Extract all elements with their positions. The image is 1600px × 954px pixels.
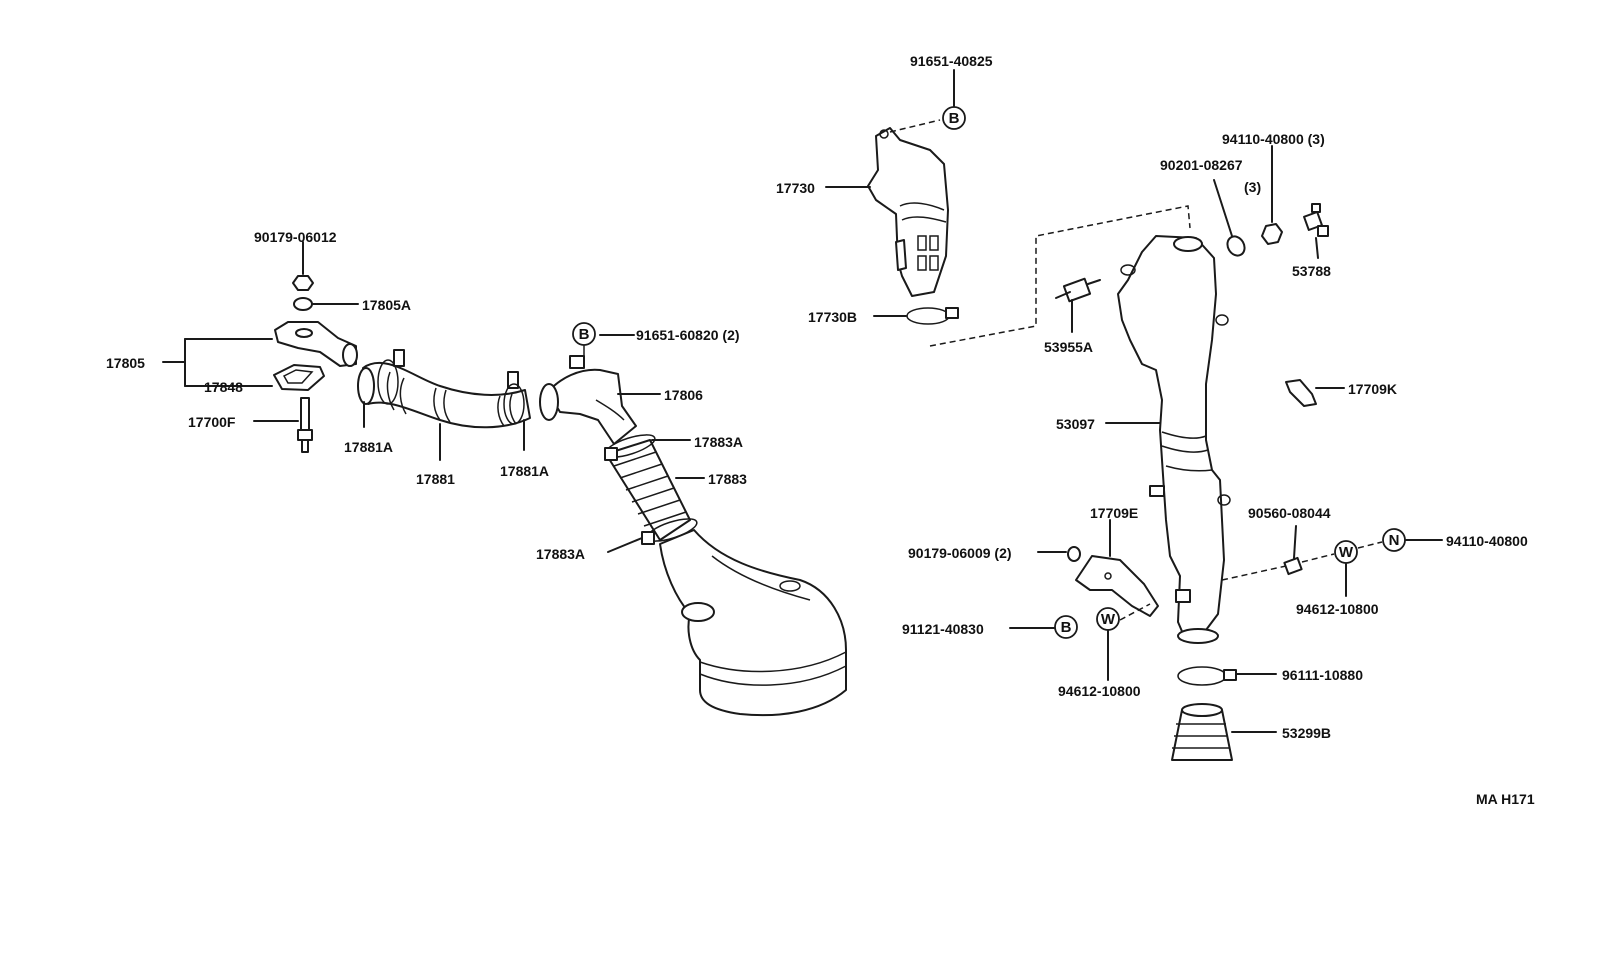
bracket-17709e xyxy=(1075,519,1159,617)
svg-text:B: B xyxy=(949,110,960,127)
label-90201-qty: (3) xyxy=(1244,179,1261,195)
marker-b-91651-60820: B xyxy=(572,322,596,346)
label-91651-40825: 91651-40825 xyxy=(910,53,993,69)
dash-53097-to-collar xyxy=(1221,565,1287,581)
label-17805a: 17805A xyxy=(362,297,411,313)
part-17806-connector xyxy=(539,355,637,445)
label-17881: 17881 xyxy=(416,471,455,487)
dash-collar-to-w xyxy=(1301,553,1335,563)
duct-53097 xyxy=(1117,235,1231,644)
hose-17881 xyxy=(357,361,531,429)
label-96111-10880: 96111-10880 xyxy=(1282,667,1363,683)
label-94612-10800-right: 94612-10800 xyxy=(1296,601,1379,617)
nut-94110-40800-3 xyxy=(1261,145,1283,245)
svg-text:B: B xyxy=(1061,619,1072,636)
label-17883: 17883 xyxy=(708,471,747,487)
marker-n-94110-40800: N xyxy=(1382,528,1406,552)
gasket-17848 xyxy=(273,364,325,391)
diagram-code: MA H171 xyxy=(1476,791,1535,807)
clamp-96111-10880 xyxy=(1177,666,1277,686)
boot-53299b xyxy=(1171,703,1277,761)
label-17700f: 17700F xyxy=(188,414,236,430)
collar-90560-08044 xyxy=(1283,525,1303,576)
label-17848: 17848 xyxy=(204,379,243,395)
bracket-17709k xyxy=(1285,379,1345,407)
bellows-17883 xyxy=(605,439,691,541)
label-90179-06009: 90179-06009 (2) xyxy=(908,545,1012,561)
label-91121-40830: 91121-40830 xyxy=(902,621,984,637)
label-17883a-bottom: 17883A xyxy=(536,546,585,562)
washer-17805a xyxy=(293,297,359,311)
label-53299b: 53299B xyxy=(1282,725,1331,741)
leader-17805 xyxy=(162,338,273,387)
clamp-17883a-top xyxy=(604,434,656,461)
label-94612-10800-bottom: 94612-10800 xyxy=(1058,683,1141,699)
svg-text:W: W xyxy=(1339,544,1354,561)
label-90560-08044: 90560-08044 xyxy=(1248,505,1331,521)
svg-text:N: N xyxy=(1389,532,1400,549)
label-17709e: 17709E xyxy=(1090,505,1138,521)
label-17709k: 17709K xyxy=(1348,381,1397,397)
marker-w-94612-10800-bottom: W xyxy=(1096,607,1120,631)
label-17881a-right: 17881A xyxy=(500,463,549,479)
stud-17700f xyxy=(253,397,313,453)
dash-17730-to-b xyxy=(889,119,941,133)
label-17730: 17730 xyxy=(776,180,815,196)
leader-17883a-bottom xyxy=(607,537,643,553)
part-17805-air-outlet xyxy=(274,321,358,367)
label-17881a-left: 17881A xyxy=(344,439,393,455)
label-91651-60820: 91651-60820 (2) xyxy=(636,327,740,343)
svg-text:B: B xyxy=(579,326,590,343)
label-53788: 53788 xyxy=(1292,263,1331,279)
label-94110-40800-3: 94110-40800 (3) xyxy=(1222,131,1325,147)
clamp-17881a-right xyxy=(503,371,525,425)
label-53097: 53097 xyxy=(1056,416,1095,432)
marker-w-94612-10800-right: W xyxy=(1334,540,1358,564)
nut-90179-06012 xyxy=(292,241,314,291)
nut-90201-08267 xyxy=(1213,179,1246,257)
clamp-17881a-left xyxy=(377,349,405,405)
svg-text:W: W xyxy=(1101,611,1116,628)
dash-w-to-n xyxy=(1357,541,1383,549)
duct-17730 xyxy=(867,127,949,297)
fitting-53955a xyxy=(1055,277,1101,333)
label-17805: 17805 xyxy=(106,355,145,371)
label-90201-08267: 90201-08267 xyxy=(1160,157,1243,173)
air-cleaner-case xyxy=(659,529,847,717)
nut-90179-06009 xyxy=(1037,546,1081,562)
label-17730b: 17730B xyxy=(808,309,857,325)
dash-17730-to-53097 xyxy=(929,205,1191,347)
label-17883a-top: 17883A xyxy=(694,434,743,450)
label-90179-06012: 90179-06012 xyxy=(254,229,337,245)
label-17806: 17806 xyxy=(664,387,703,403)
marker-b-91651-40825: B xyxy=(942,106,966,130)
marker-b-91121-40830: B xyxy=(1054,615,1078,639)
label-53955a: 53955A xyxy=(1044,339,1093,355)
clamp-17730b xyxy=(906,307,959,325)
clip-53788 xyxy=(1303,203,1329,259)
label-94110-40800: 94110-40800 xyxy=(1446,533,1528,549)
